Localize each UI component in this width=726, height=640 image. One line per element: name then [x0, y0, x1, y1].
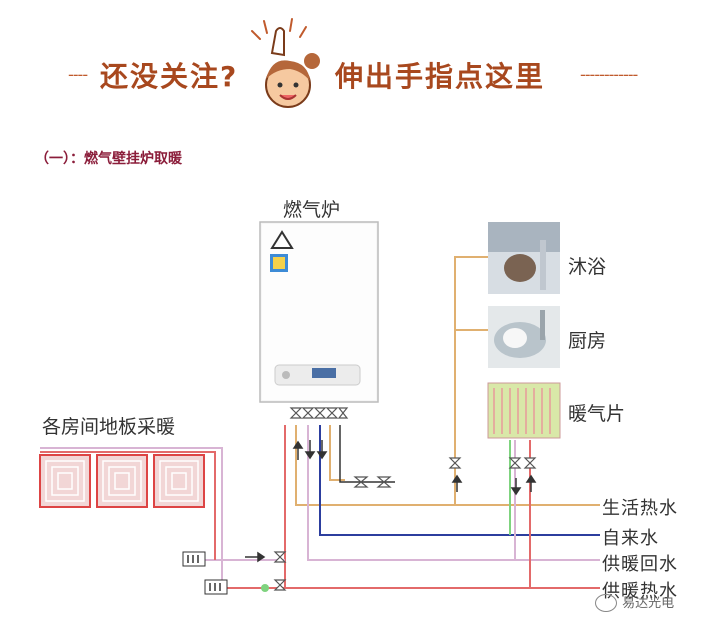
kitchen-label: 厨房: [568, 330, 607, 352]
shower-label: 沐浴: [568, 256, 607, 278]
thumbs-up-mascot: [251, 18, 320, 108]
gas-boiler: [259, 221, 379, 460]
floor-heating-coils: [39, 454, 205, 508]
manifolds: [182, 551, 228, 595]
section-title: （一）：燃气壁挂炉取暖: [35, 151, 182, 167]
banner-left-dash: ----: [68, 65, 88, 84]
floor-heating-label: 各房间地板采暖: [42, 416, 176, 438]
pipe-tap-water: [319, 425, 600, 536]
watermark-text: 易达光电: [622, 596, 675, 611]
pipe-label-tap-water: 自来水: [602, 528, 659, 549]
banner-right-text: 伸出手指点这里: [335, 60, 546, 93]
boiler-label: 燃气炉: [283, 199, 341, 221]
pipe-label-heating-return: 供暖回水: [602, 554, 678, 575]
shower-image: [488, 222, 560, 294]
banner-left-text: 还没关注?: [100, 60, 239, 93]
wechat-icon: [595, 593, 617, 612]
banner-right-dash: ------------: [580, 65, 638, 84]
gas-valve: [353, 476, 392, 488]
follow-banner[interactable]: ---- 还没关注? 伸出手指点这里 ------------: [0, 18, 726, 108]
pipe-domestic-hot-water: [295, 425, 600, 506]
kitchen-image: [488, 306, 560, 368]
radiator-label: 暖气片: [568, 403, 626, 425]
watermark: 易达光电: [595, 592, 674, 612]
pipe-label-domestic-hot-water: 生活热水: [602, 498, 678, 519]
radiator: [487, 382, 561, 439]
warning-triangle-icon: [270, 230, 294, 249]
pipe-heating-supply: [284, 425, 600, 589]
pipe-label-heating-supply: 供暖热水: [602, 581, 678, 602]
pipe-heating-return: [307, 425, 600, 561]
